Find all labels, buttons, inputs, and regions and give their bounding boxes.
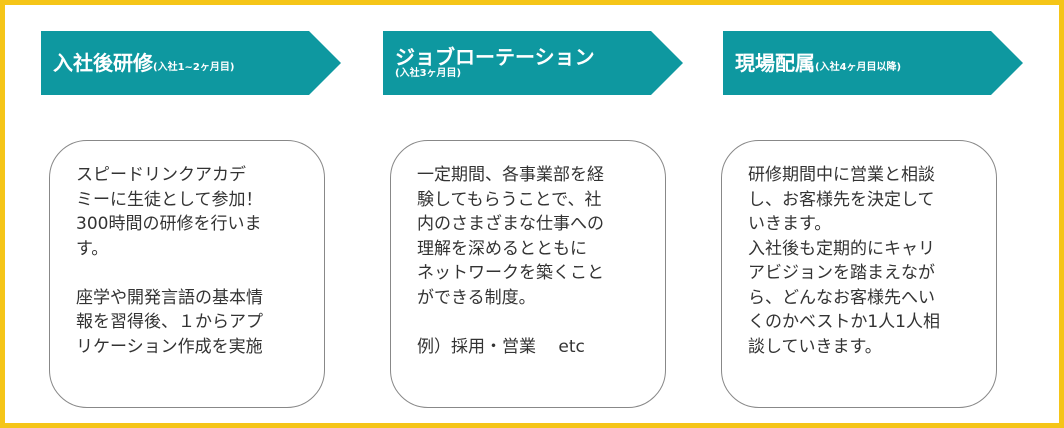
step-2-subtitle: (入社3ヶ月目): [395, 68, 462, 79]
step-1-subtitle: (入社1~2ヶ月目): [153, 62, 235, 73]
description-line: 理解を深めるとともに: [417, 238, 587, 259]
description-line: 例）採用・営業 etc: [417, 336, 585, 357]
description-line: 一定期間、各事業部を経: [417, 165, 604, 185]
description-line: 報を習得後、１からアプ: [76, 312, 263, 332]
step-1-description: スピードリンクアカデ ミーに生徒として参加！ 300時間の研修を行いま す。 座…: [49, 140, 325, 408]
description-line: アビジョンを踏まえなが: [748, 263, 935, 283]
description-line: ミーに生徒として参加！: [76, 189, 263, 210]
description-line: 座学や開発言語の基本情: [76, 287, 263, 308]
step-arrow-3: 現場配属 (入社4ヶ月目以降): [723, 31, 1023, 95]
description-line: し、お客様先を決定して: [748, 189, 935, 210]
description-line: ら、どんなお客様先へい: [748, 287, 935, 308]
description-line: ができる制度。: [417, 287, 536, 308]
step-3-subtitle: (入社4ヶ月目以降): [815, 62, 902, 73]
description-line: 談していきます。: [748, 336, 882, 357]
step-2-description: 一定期間、各事業部を経 験してもらうことで、社 内のさまざまな仕事への 理解を深…: [390, 140, 666, 408]
description-line: す。: [76, 238, 109, 259]
description-line: いきます。: [748, 214, 832, 234]
step-arrow-2: ジョブローテーション (入社3ヶ月目): [383, 31, 683, 95]
description-spacer: [76, 261, 324, 286]
description-spacer: [417, 310, 665, 335]
step-arrow-1: 入社後研修 (入社1~2ヶ月目): [41, 31, 341, 95]
description-line: 研修期間中に営業と相談: [748, 165, 935, 185]
step-2-title: ジョブローテーション: [395, 45, 595, 69]
description-line: リケーション作成を実施: [76, 336, 263, 357]
description-line: 験してもらうことで、社: [417, 189, 602, 210]
description-line: 入社後も定期的にキャリ: [748, 238, 935, 259]
step-3-description: 研修期間中に営業と相談 し、お客様先を決定して いきます。 入社後も定期的にキャ…: [721, 140, 997, 408]
step-1-title: 入社後研修: [53, 51, 153, 75]
description-line: くのかベストか1人1人相: [748, 312, 940, 332]
description-line: スピードリンクアカデ: [76, 165, 246, 185]
description-line: 内のさまざまな仕事への: [417, 214, 604, 234]
step-3-title: 現場配属: [735, 51, 815, 75]
description-line: ネットワークを築くこと: [417, 263, 604, 283]
description-line: 300時間の研修を行いま: [76, 214, 262, 234]
